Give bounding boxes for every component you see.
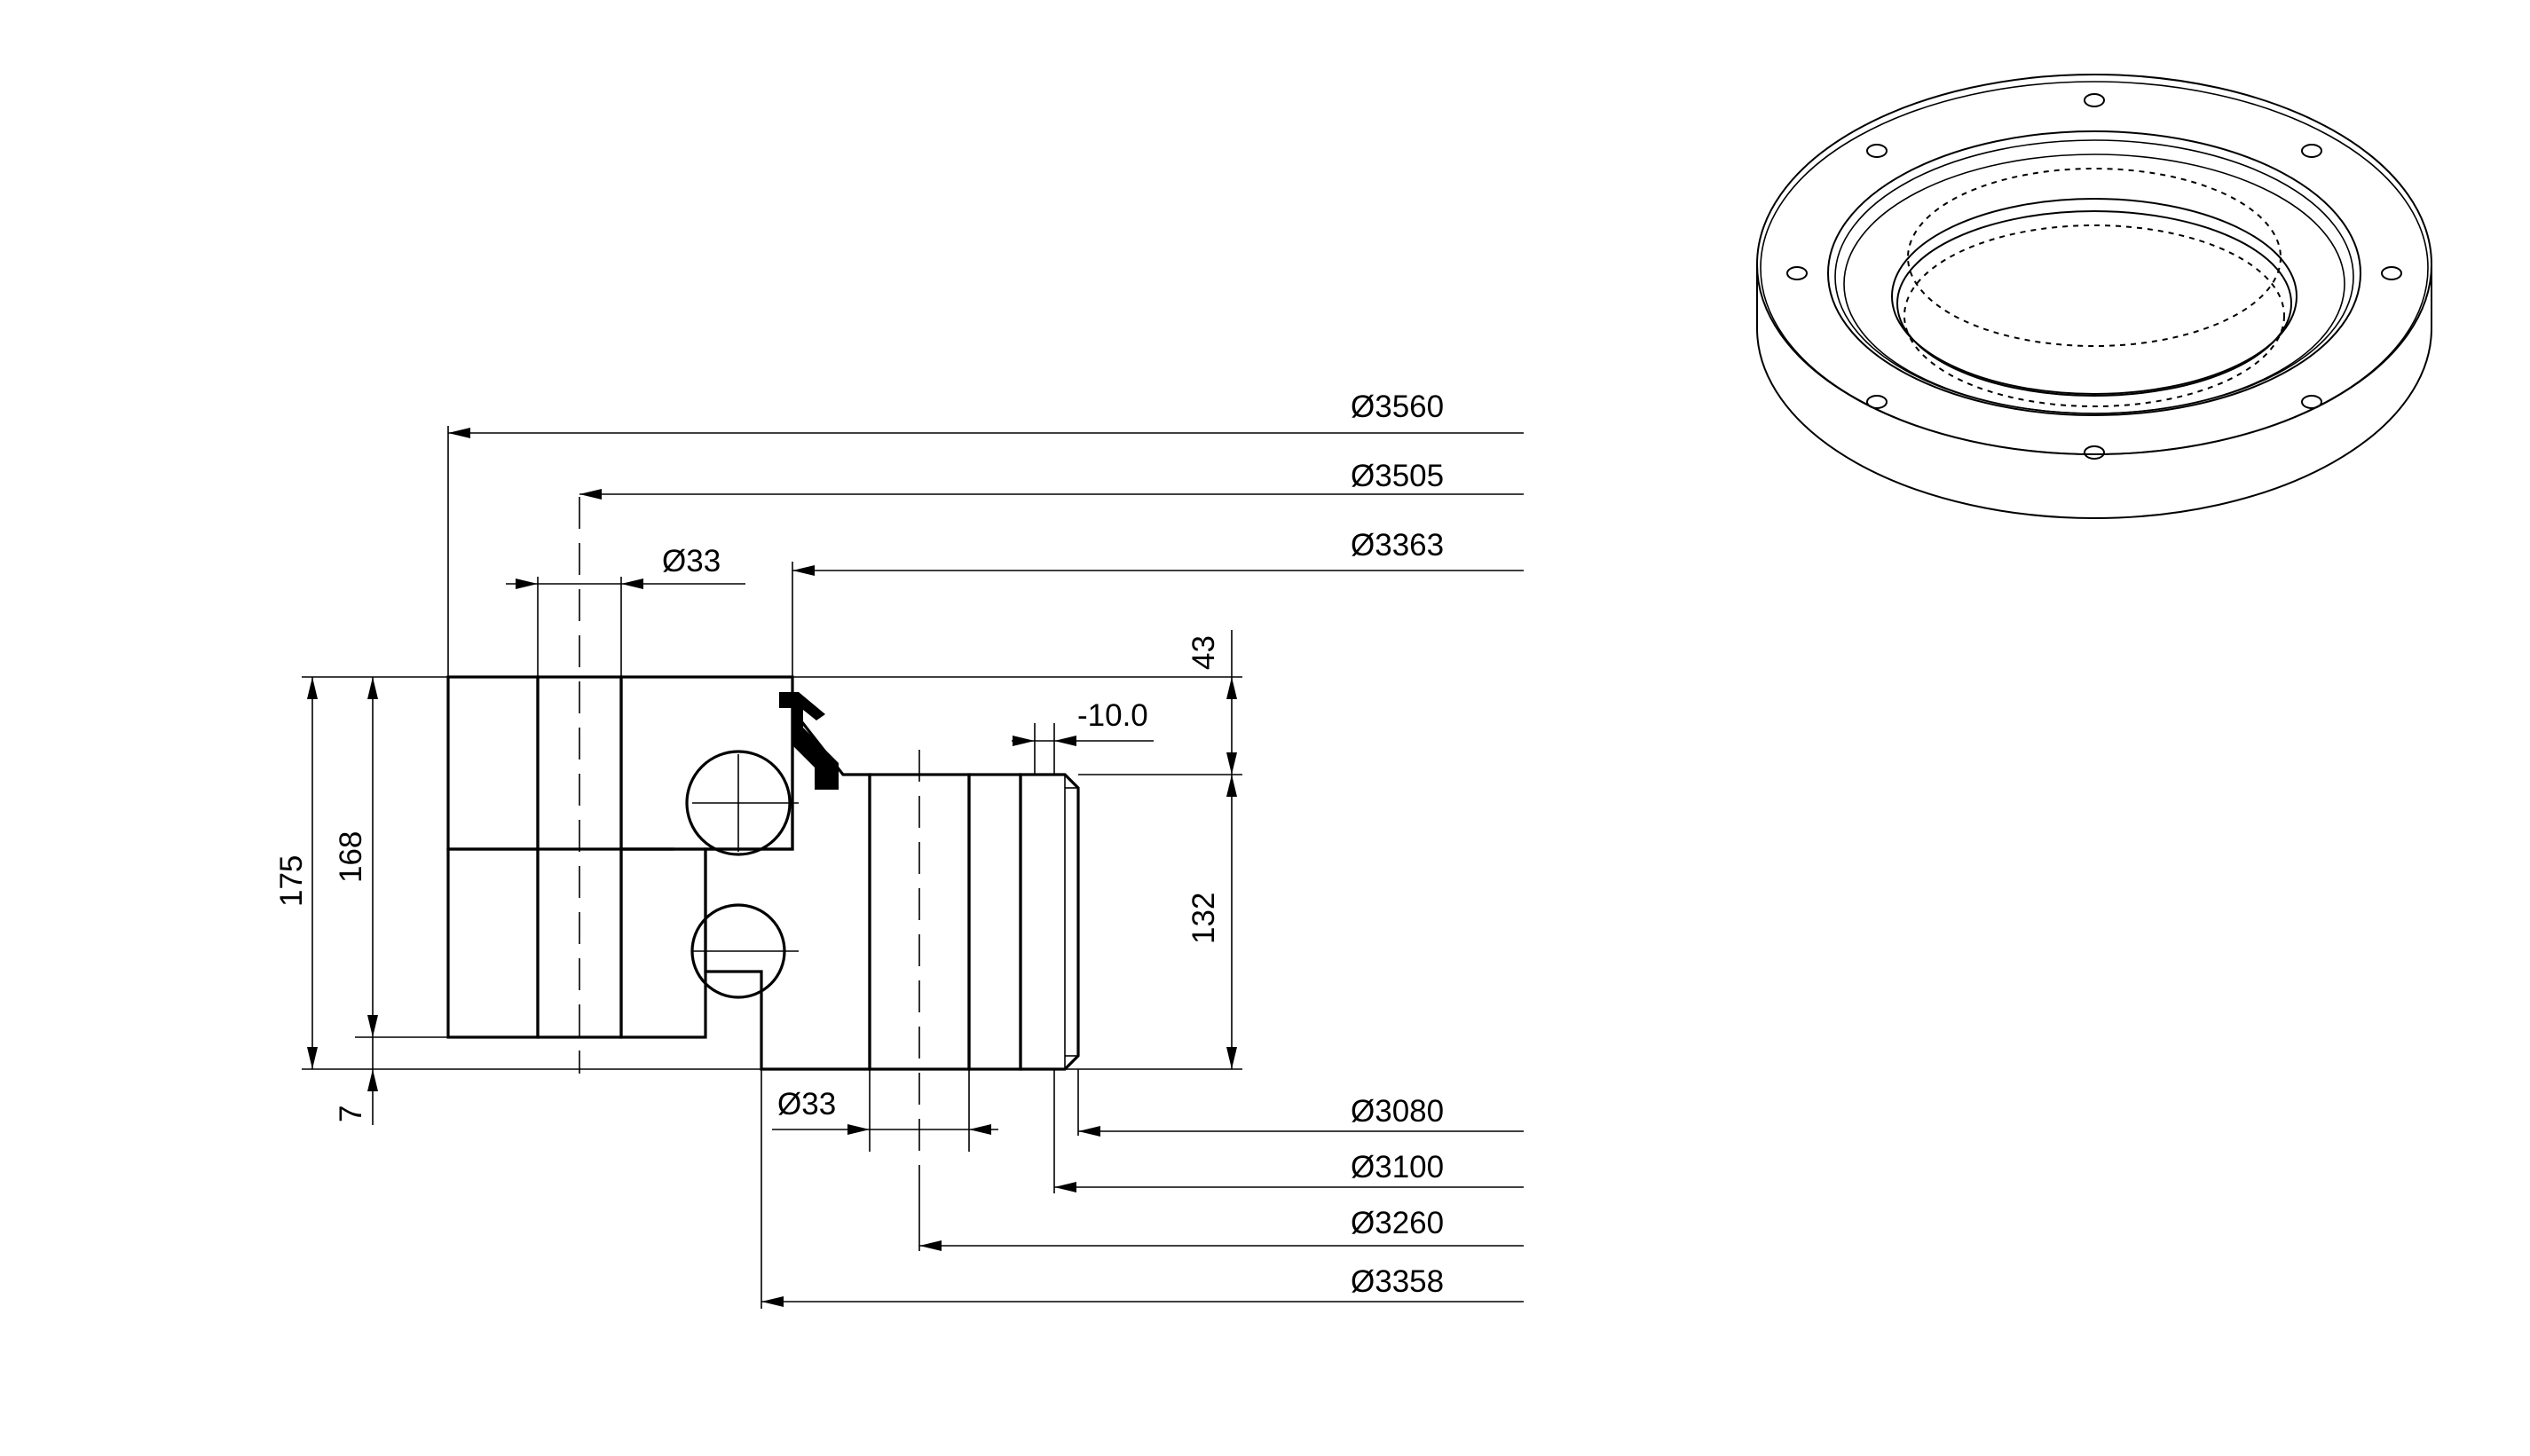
dimensions: Ø3560 Ø3505 Ø3363 Ø33 43 132 xyxy=(274,390,1524,1309)
dim-offset: -10.0 xyxy=(1077,698,1148,733)
mounting-holes xyxy=(1786,93,2402,460)
dim-top-hole: Ø33 xyxy=(662,544,721,578)
dim-height-168: 168 xyxy=(334,831,368,883)
dim-height-132: 132 xyxy=(1186,893,1221,944)
gear-tooth-profile xyxy=(1019,773,1080,1071)
outer-ring-lower xyxy=(446,847,540,1039)
dim-3358: Ø3358 xyxy=(1351,1264,1444,1299)
isometric-ring-view xyxy=(1756,74,2432,519)
cross-section xyxy=(446,497,1080,1171)
dim-height-175: 175 xyxy=(274,855,309,907)
dim-outer-diameter: Ø3560 xyxy=(1351,390,1444,424)
inner-ring xyxy=(704,705,871,1071)
dim-bottom-hole: Ø33 xyxy=(777,1087,836,1122)
dim-bolt-circle-outer: Ø3505 xyxy=(1351,459,1444,493)
dim-outer-race: Ø3363 xyxy=(1351,528,1444,563)
dim-height-7: 7 xyxy=(334,1106,368,1122)
dim-3260: Ø3260 xyxy=(1351,1206,1444,1240)
outer-ring-upper xyxy=(446,675,540,851)
dim-3080: Ø3080 xyxy=(1351,1094,1444,1129)
dim-3100: Ø3100 xyxy=(1351,1150,1444,1184)
seal xyxy=(779,692,839,790)
gear-section xyxy=(967,773,1022,1071)
dim-height-43: 43 xyxy=(1186,635,1221,670)
